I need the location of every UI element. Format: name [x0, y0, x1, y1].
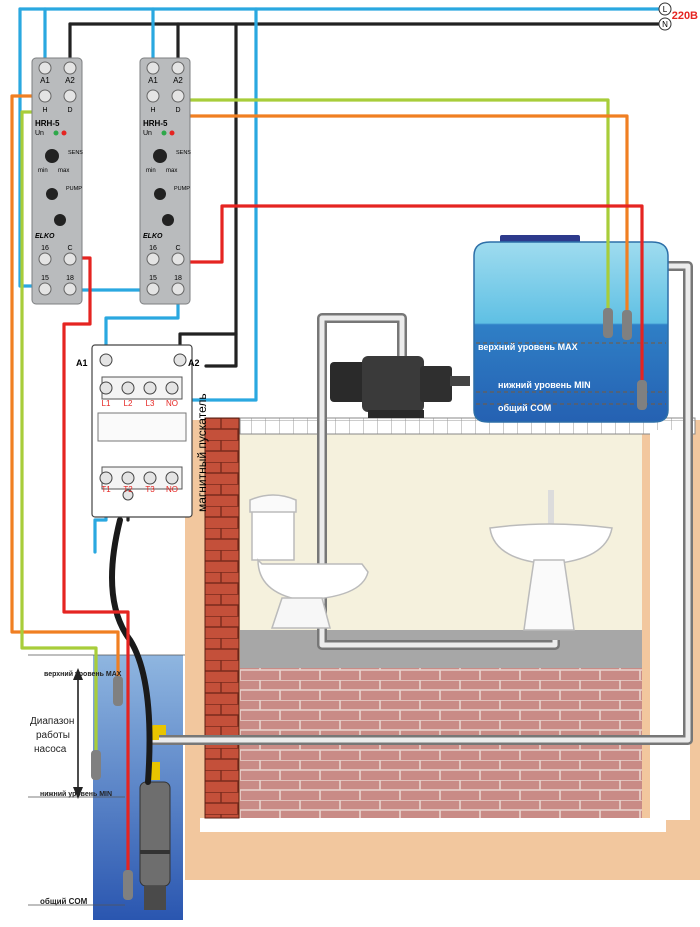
relay2-15-label: 15: [149, 275, 157, 282]
relay1-model: HRH-5: [35, 119, 60, 128]
tank-max-wire: [176, 98, 610, 312]
tank-min-label: нижний уровень MIN: [498, 380, 591, 390]
relay2-min-label: min: [146, 168, 156, 174]
well-max-label: верхний уровень MAX: [44, 670, 122, 678]
pump-knob-icon: [46, 188, 58, 200]
relay1-15-label: 15: [41, 275, 49, 282]
tank-max-sensor: [603, 308, 613, 338]
relay2-a1-label: A1: [148, 76, 158, 85]
contactor-t2-label: T2: [123, 485, 133, 494]
well-min-label: нижний уровень MIN: [40, 790, 112, 798]
relay1-18-label: 18: [66, 275, 74, 282]
submersible-pump: [139, 781, 171, 910]
relay1-brand: ELKO: [35, 233, 55, 240]
sens-knob-icon: [45, 149, 59, 163]
relay2-max-label: max: [166, 168, 177, 174]
wires: [10, 7, 662, 874]
brick-column: [204, 417, 240, 819]
relay-1: A1 A2 H D HRH-5 Un SENS min max PUMP ELK…: [31, 57, 83, 305]
range-label-2: работы: [36, 729, 70, 741]
contactor-t1-label: T1: [101, 485, 111, 494]
tank-max-label: верхний уровень MAX: [478, 342, 578, 352]
relay2-16-label: 16: [149, 245, 157, 252]
relay1-h-label: H: [42, 107, 47, 114]
relay2-led-label: Un: [143, 130, 152, 137]
relay1-a1-label: A1: [40, 76, 50, 85]
relay2-sens-label: SENS: [176, 150, 191, 156]
n-mark: N: [662, 20, 668, 29]
well-com-label: общий COM: [40, 897, 88, 906]
range-label-3: насоса: [34, 744, 67, 755]
l-terminal-icon: [658, 2, 672, 16]
contactor-t3-label: T3: [145, 485, 155, 494]
relay2-18-label: 18: [174, 275, 182, 282]
relay1-a2-label: A2: [65, 76, 75, 85]
voltage-label: 220В: [672, 10, 698, 22]
contactor-l2-label: L2: [124, 399, 133, 408]
relay1-led-label: Un: [35, 130, 44, 137]
sink: [489, 490, 613, 631]
contactor-no-bottom-label: NO: [166, 485, 178, 494]
well-min-sensor: [91, 750, 101, 780]
relay2-d-label: D: [175, 107, 180, 114]
contactor-a1-label: A1: [76, 358, 88, 368]
sens-knob-icon: [153, 149, 167, 163]
relay-2: A1 A2 H D HRH-5 Un SENS min max PUMP ELK…: [139, 57, 191, 305]
contactor: [91, 344, 193, 518]
surface-pump: [330, 356, 470, 418]
well-com-wire: [62, 256, 130, 874]
well-max-sensor: [113, 676, 123, 706]
float-sensors: [91, 308, 647, 900]
tank-com-label: общий COM: [498, 403, 551, 413]
l-mark: L: [663, 5, 668, 14]
contactor-a2-label: A2: [188, 358, 200, 368]
range-label-1: Диапазон: [30, 716, 74, 727]
relay2-h-label: H: [150, 107, 155, 114]
delay-knob-icon: [162, 214, 174, 226]
tank-min-sensor: [622, 310, 632, 340]
contactor-l3-label: L3: [146, 399, 155, 408]
delay-knob-icon: [54, 214, 66, 226]
relay2-a2-label: A2: [173, 76, 183, 85]
contactor-caption: магнитный пускатель: [195, 393, 209, 512]
relay2-c-label: C: [175, 245, 180, 252]
relay1-c-label: C: [67, 245, 72, 252]
relay1-16-label: 16: [41, 245, 49, 252]
pump-cable: [109, 517, 153, 785]
relay2-pump-label: PUMP: [174, 186, 190, 192]
relay2-brand: ELKO: [143, 233, 163, 240]
pump-knob-icon: [154, 188, 166, 200]
n-terminal-icon: [658, 17, 672, 31]
tank-com-wire: [176, 204, 644, 382]
well-elbow: [149, 725, 166, 740]
relay2-model: HRH-5: [143, 119, 168, 128]
tank-body: [473, 241, 669, 423]
foundation-base: [200, 818, 666, 832]
relay1-min-label: min: [38, 168, 48, 174]
contactor-no-top-label: NO: [166, 399, 178, 408]
well-com-sensor: [123, 870, 133, 900]
relay1-max-label: max: [58, 168, 69, 174]
relay1-sens-label: SENS: [68, 150, 83, 156]
contactor-l1-label: L1: [102, 399, 111, 408]
well-max-wire: [10, 94, 120, 682]
water-tank: [473, 235, 669, 423]
tank-min-wire: [151, 114, 629, 314]
tank-com-sensor: [637, 380, 647, 410]
relay1-d-label: D: [67, 107, 72, 114]
toilet: [249, 494, 369, 629]
relay1-pump-label: PUMP: [66, 186, 82, 192]
